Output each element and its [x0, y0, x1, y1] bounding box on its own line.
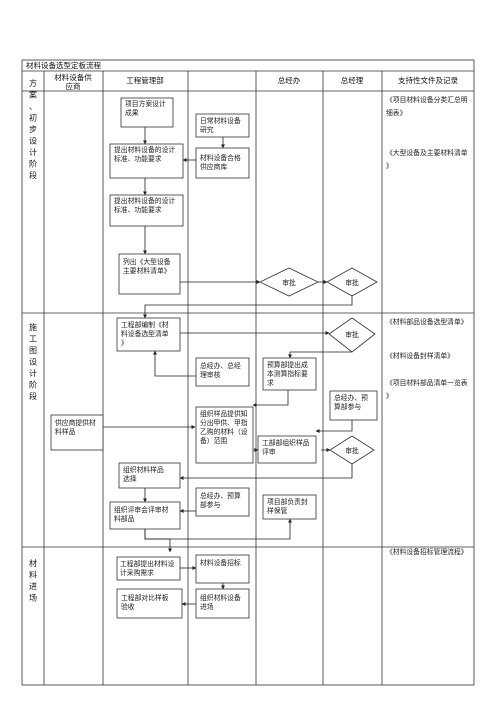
page-title: 材料设备选型定板流程 — [26, 60, 101, 70]
doc-material-classification: 《项目材料设备分类汇总明细表》 — [386, 95, 468, 117]
process-box — [195, 406, 254, 464]
node-large-equipment-list: 列出《大型设备主要材料清单》 — [123, 257, 171, 275]
doc-large-equipment-list: 《大型设备及主要材料清单》 — [386, 148, 468, 170]
decision-label: 审批 — [345, 330, 359, 339]
column-header-documents: 支持性文件及记录 — [398, 75, 458, 85]
doc-seal-sample-list: 《材料设备封样清单》 — [386, 351, 454, 360]
column-header-supplier: 材料设备供应商 — [54, 72, 92, 91]
decision-diamonds — [259, 267, 378, 465]
decision-diamond — [328, 317, 376, 353]
process-box — [116, 588, 183, 619]
node-selection-list: 工程部编制《材料设备选型清单》 — [121, 320, 169, 347]
node-gm-budget-participate-1: 总经办、预算部参与 — [334, 393, 368, 411]
process-box — [118, 253, 181, 295]
node-organize-samples-scope: 组织样品提供知分出甲供、甲指乙购的材料（设备）范围 — [200, 409, 248, 445]
node-material-entry: 组织材料设备进场 — [200, 593, 241, 611]
process-box — [120, 97, 174, 128]
process-box — [195, 113, 250, 138]
arrow-n9-to-n12 — [252, 390, 289, 407]
decision-label: 审批 — [282, 278, 296, 287]
process-boxes — [50, 97, 378, 619]
process-box — [109, 143, 184, 179]
node-qualified-supplier-library: 材料设备合格供应商库 — [200, 153, 241, 171]
process-box — [195, 554, 250, 584]
process-box — [195, 487, 250, 517]
node-design-standard-1: 提出材料设备的设计标准、功能要求 — [114, 145, 175, 163]
process-box — [116, 317, 181, 352]
column-header-engineering: 工程管理部 — [126, 75, 164, 85]
node-gm-review: 总经办、总经理审核 — [200, 361, 241, 379]
phase-label-scheme: 方案、初步设计阶段 — [29, 78, 37, 180]
node-project-scheme-result: 项目方案设计成果 — [125, 99, 166, 117]
arrow-d4-to-n14 — [179, 464, 353, 480]
arrow-n8-to-n7 — [153, 350, 196, 377]
node-sample-review: 工部部组织样品评审 — [262, 438, 310, 456]
node-design-standard-2: 提出材料设备的设计标准、功能要求 — [114, 196, 175, 214]
node-purchase-requirement: 工程部提出材料设计采购需求 — [120, 559, 175, 577]
connector-lines — [103, 127, 353, 606]
process-box — [118, 462, 181, 489]
node-sample-acceptance: 工程部对比样板验收 — [121, 593, 169, 611]
phase-label-construction: 施工图设计阶段 — [29, 322, 37, 401]
decision-diamond — [326, 267, 378, 297]
node-sample-selection: 组织材料样品选择 — [123, 465, 164, 483]
node-review-meeting: 组织评审会评审材料部品 — [114, 505, 169, 523]
doc-parts-list-overview: 《项目材料部品清单一览表》 — [386, 378, 468, 400]
process-box — [262, 357, 317, 391]
decision-diamond — [329, 435, 375, 465]
node-daily-material-research: 日常材料设备研究 — [200, 116, 241, 134]
arrow-d3-to-n9 — [288, 351, 352, 359]
process-box — [195, 147, 250, 179]
arrow-n10-to-n13 — [315, 420, 353, 433]
column-header-gm-office: 总经办 — [278, 75, 301, 85]
phase-label-material-entry: 材料进场 — [29, 558, 37, 603]
decision-diamond — [259, 267, 319, 297]
table-grid — [21, 59, 475, 686]
process-box — [195, 357, 250, 387]
node-budget-cost-target: 预算部提出成本测算指标要求 — [267, 360, 308, 387]
document-labels: 《项目材料设备分类汇总明细表》 《大型设备及主要材料清单》 《材料部品设备选型清… — [386, 95, 468, 556]
process-box — [262, 494, 317, 520]
arrow-d2-to-n7 — [143, 296, 353, 319]
node-bidding: 材料设备招标 — [200, 558, 241, 567]
process-box — [329, 390, 378, 421]
doc-bidding-process: 《材料设备招标管理流程》 — [386, 547, 468, 556]
process-box — [109, 501, 181, 530]
node-labels: 项目方案设计成果 日常材料设备研究 提出材料设备的设计标准、功能要求 材料设备合… — [55, 99, 368, 611]
decision-label: 审批 — [345, 446, 359, 455]
doc-selection-list: 《材料部品设备选型清单》 — [386, 317, 468, 326]
process-box — [109, 194, 184, 227]
process-box — [257, 435, 317, 464]
node-gm-budget-participate-2: 总经办、预算部参与 — [200, 491, 241, 509]
process-box — [50, 414, 104, 451]
column-header-general-manager: 总经理 — [341, 75, 364, 85]
node-supplier-samples: 供应商提供材料样品 — [55, 418, 96, 436]
process-box — [116, 556, 181, 581]
decision-label: 审批 — [345, 278, 359, 287]
node-seal-sample-custody: 项目部负责封样保管 — [267, 497, 308, 515]
arrow-n16-to-n18 — [144, 529, 172, 553]
process-box — [195, 588, 250, 619]
